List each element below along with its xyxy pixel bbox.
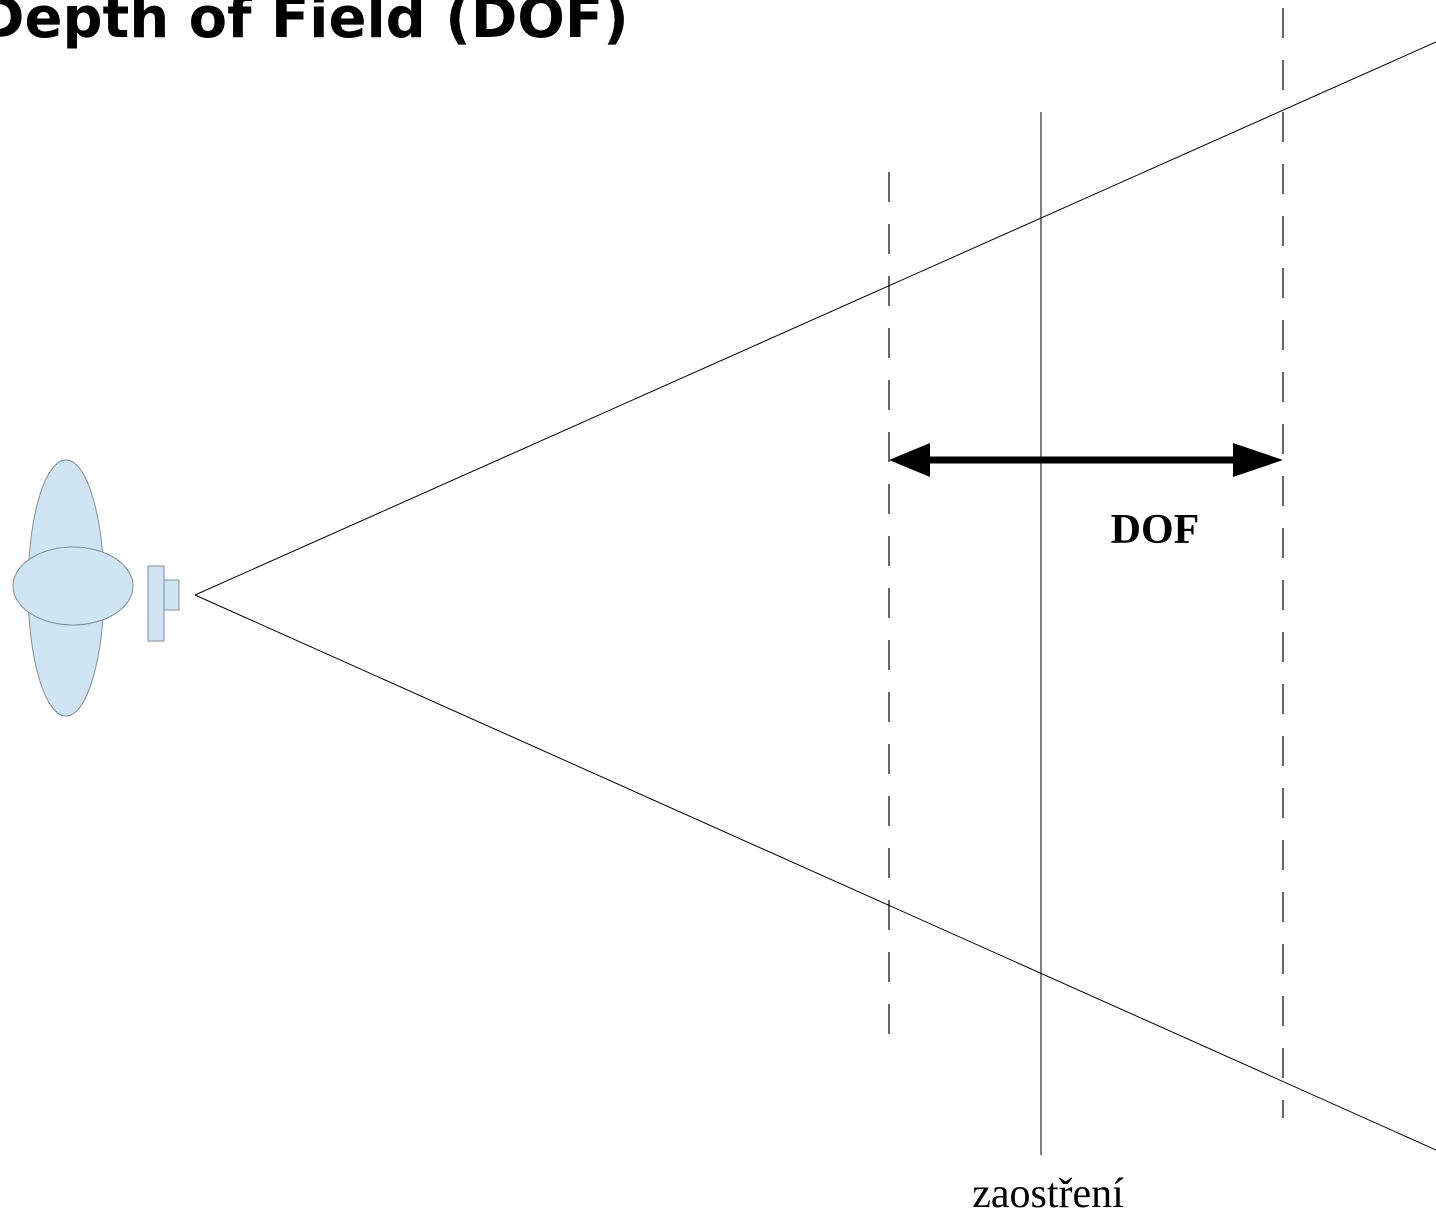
view-cone-upper-line xyxy=(194,41,1436,596)
dof-double-arrow xyxy=(889,443,1283,477)
focus-label: zaostření xyxy=(972,1171,1124,1213)
dof-label: DOF xyxy=(1111,507,1200,553)
diagram-title: Depth of Field (DOF) xyxy=(0,0,629,51)
camera-icon xyxy=(12,459,180,717)
view-cone-lower-line xyxy=(194,594,1436,1151)
